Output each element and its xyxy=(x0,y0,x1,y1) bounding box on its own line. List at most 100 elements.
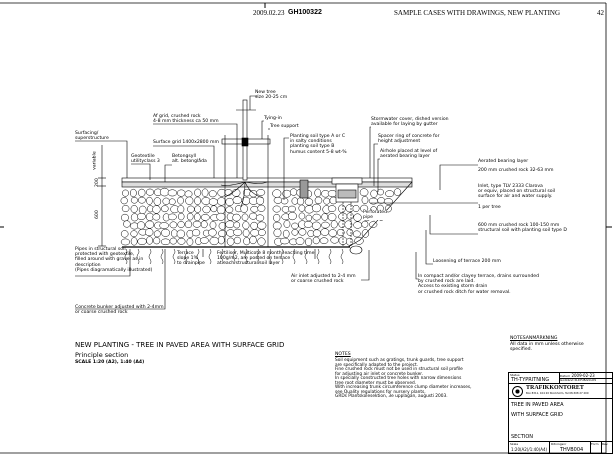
rock xyxy=(272,221,282,230)
rock xyxy=(152,205,161,214)
rock xyxy=(272,205,281,213)
rock xyxy=(146,196,153,205)
rock xyxy=(250,229,260,237)
rock xyxy=(209,236,219,246)
rock xyxy=(161,205,169,213)
rock xyxy=(200,237,209,244)
rock xyxy=(233,228,243,236)
rock xyxy=(320,228,330,236)
rock xyxy=(291,222,299,230)
desc-line-3: SECTION xyxy=(511,434,534,440)
rock xyxy=(121,205,130,213)
rock xyxy=(321,221,330,229)
rock xyxy=(393,188,402,196)
rock xyxy=(319,237,329,244)
drawing-title: NEW PLANTING - TREE IN PAVED AREA WITH S… xyxy=(75,341,285,349)
rock xyxy=(377,188,384,196)
rock xyxy=(136,221,146,230)
rock xyxy=(272,189,282,198)
squiggle xyxy=(292,248,296,265)
rock xyxy=(152,213,161,221)
label-drains: In compact and/or clayey terrace, drains… xyxy=(418,274,540,295)
rock xyxy=(346,228,354,236)
rock xyxy=(289,188,298,196)
rock xyxy=(187,205,195,213)
label-new-tree: New tree size 20-25 cm xyxy=(255,90,288,101)
rock xyxy=(225,220,235,229)
rock xyxy=(161,228,170,237)
rock xyxy=(257,237,266,246)
rock xyxy=(138,205,147,215)
rock xyxy=(184,220,193,229)
rock xyxy=(338,204,346,213)
notes-heading: NOTES xyxy=(335,352,351,357)
stockholm-crest-logo xyxy=(512,386,523,397)
label-surface-grid: Surface grid 1400x2800 mm xyxy=(153,140,219,145)
squiggle xyxy=(124,248,128,265)
rock xyxy=(314,188,322,198)
rock xyxy=(344,220,353,229)
rock xyxy=(328,229,337,237)
rock xyxy=(280,197,289,205)
rock xyxy=(232,196,243,204)
rock xyxy=(146,236,153,245)
squiggle xyxy=(172,248,176,265)
rock xyxy=(120,230,129,238)
rock xyxy=(353,213,362,222)
rock xyxy=(177,237,186,245)
rock xyxy=(361,196,369,205)
squiggle xyxy=(220,248,224,265)
page-number: 42 xyxy=(597,9,604,17)
desc-line-1: TREE IN PAVED AREA xyxy=(511,402,564,408)
rock xyxy=(225,197,234,207)
rock xyxy=(232,213,241,222)
rock xyxy=(185,196,194,205)
anm-body: All data in mm unless otherwise specifie… xyxy=(510,342,584,353)
rock xyxy=(216,212,226,221)
rock xyxy=(136,212,146,221)
label-airhole: Airhole placed at level of aerated beari… xyxy=(380,149,438,160)
rock xyxy=(168,198,176,206)
rock xyxy=(194,205,202,213)
rock xyxy=(361,220,369,228)
rock xyxy=(249,235,257,245)
rock xyxy=(186,212,194,221)
rev-label: Rev. xyxy=(602,441,612,454)
rock xyxy=(327,190,337,198)
rock xyxy=(224,189,233,196)
rock xyxy=(123,220,131,228)
rock xyxy=(226,237,235,246)
rock xyxy=(249,212,258,220)
label-inlet: Inlet, type TLV 2333 Clarova or equiv, p… xyxy=(478,184,556,200)
rock xyxy=(353,221,363,229)
rock xyxy=(370,189,378,198)
rock xyxy=(129,188,137,198)
rock xyxy=(321,213,329,221)
rock xyxy=(385,190,395,198)
rock xyxy=(288,211,297,221)
status-label: Status xyxy=(510,373,520,377)
rock xyxy=(216,205,226,215)
rock xyxy=(176,189,186,197)
rock xyxy=(153,230,161,238)
datum-value: 2009-02-23 xyxy=(571,373,595,378)
rock xyxy=(145,228,154,237)
squiggle xyxy=(196,248,200,265)
rock xyxy=(242,229,250,238)
org-name: TRAFIKKONTORET xyxy=(526,385,584,391)
drawing-scale: SCALE 1:20 (A2), 1:40 (A4) xyxy=(75,360,145,365)
squiggle xyxy=(328,248,332,265)
rock xyxy=(169,221,178,229)
ritning-value: THVB004 xyxy=(560,447,584,453)
rock xyxy=(282,229,290,238)
squiggle xyxy=(208,248,212,265)
rock xyxy=(250,221,258,230)
rock xyxy=(177,196,184,205)
godkand-value: B.ERIKSSON xyxy=(574,378,596,382)
rock xyxy=(194,196,202,205)
squiggle xyxy=(256,248,260,265)
rock xyxy=(130,197,138,204)
label-per-tree: 1 per tree xyxy=(478,205,501,210)
rock xyxy=(242,221,250,230)
